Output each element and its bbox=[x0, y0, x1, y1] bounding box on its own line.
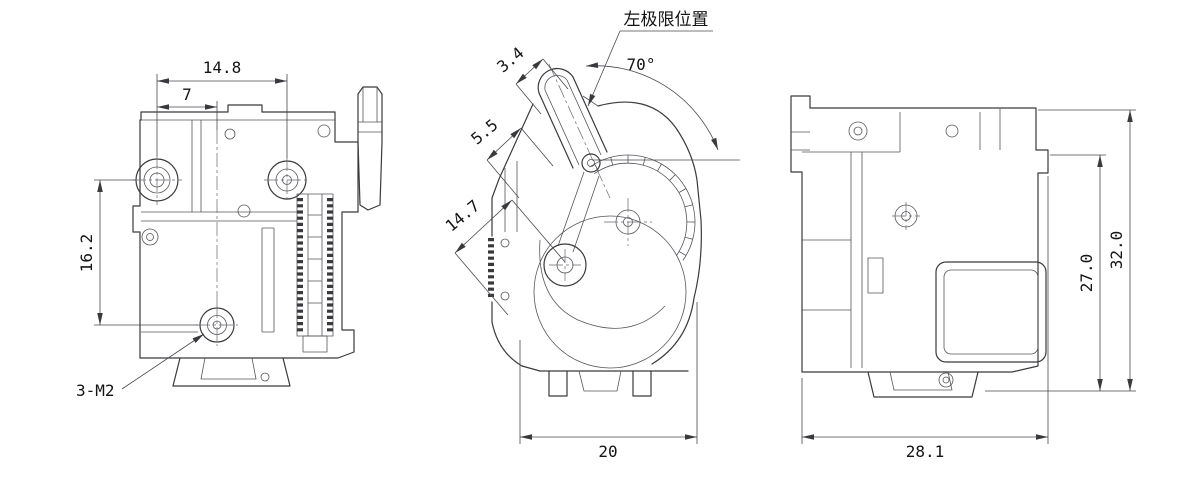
back-body bbox=[790, 95, 1049, 398]
front-view: 14.8 7 16.2 3-M2 bbox=[76, 58, 383, 400]
front-tension-lever bbox=[357, 86, 383, 211]
side-filament-guide bbox=[537, 63, 611, 199]
side-body bbox=[488, 95, 702, 397]
dim-text-back-width: 28.1 bbox=[906, 442, 945, 461]
front-gear-train bbox=[296, 193, 334, 353]
dim-back-bottom-width: 28.1 bbox=[801, 176, 1049, 461]
dim-text-side-width: 20 bbox=[598, 442, 617, 461]
dim-guide-width: 5.5 bbox=[467, 115, 554, 199]
dim-text-overall-height: 32.0 bbox=[1107, 231, 1126, 270]
dim-back-overall-height: 32.0 bbox=[1038, 109, 1136, 391]
front-body bbox=[132, 104, 359, 387]
dim-text-angle: 70° bbox=[627, 55, 656, 74]
side-idler-roller bbox=[543, 243, 587, 287]
dim-text-hole-offset: 7 bbox=[182, 85, 192, 104]
front-small-holes bbox=[141, 124, 331, 246]
dim-text-front-vertical: 16.2 bbox=[77, 234, 96, 273]
dim-text-inner-height: 27.0 bbox=[1077, 254, 1096, 293]
dim-text-hole-spacing: 14.8 bbox=[203, 58, 242, 77]
thread-callout-text: 3-M2 bbox=[76, 381, 115, 400]
dim-slot-width: 3.4 bbox=[493, 43, 569, 115]
dim-text-guide-width: 5.5 bbox=[467, 115, 501, 148]
side-drive-gear bbox=[589, 154, 696, 261]
front-hole-top-right bbox=[264, 157, 310, 203]
dim-text-guide-length: 14.7 bbox=[442, 196, 484, 235]
left-limit-label-text: 左极限位置 bbox=[624, 10, 709, 30]
back-view: 27.0 32.0 28.1 bbox=[790, 95, 1136, 461]
dim-back-inner-height: 27.0 bbox=[985, 154, 1136, 392]
dim-front-hole-spacing: 14.8 bbox=[156, 58, 288, 158]
dim-front-vertical: 16.2 bbox=[77, 179, 198, 326]
dim-angle-70: 70° bbox=[585, 55, 740, 161]
front-hole-top-left bbox=[132, 155, 182, 205]
side-view: 左极限位置 70° 3.4 5.5 14.7 20 bbox=[442, 10, 740, 461]
callout-thread-3m2: 3-M2 bbox=[76, 333, 205, 400]
dim-text-slot-width: 3.4 bbox=[493, 43, 527, 76]
dim-side-bottom-width: 20 bbox=[519, 302, 698, 461]
front-hole-bottom bbox=[196, 304, 238, 346]
dim-front-hole-offset: 7 bbox=[157, 85, 218, 304]
